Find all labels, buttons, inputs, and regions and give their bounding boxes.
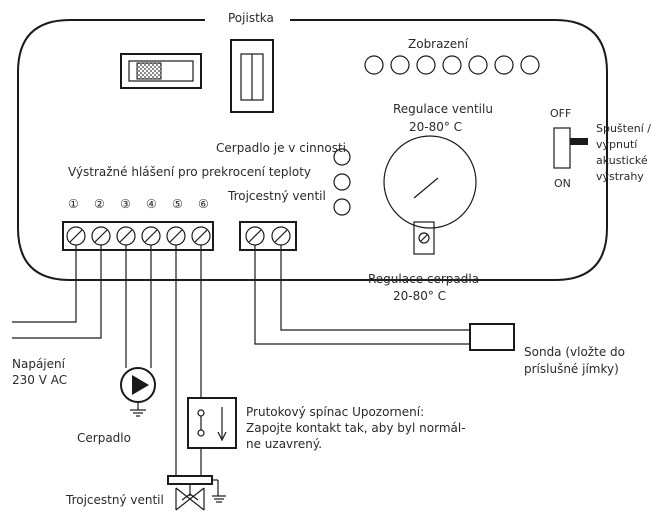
- pump-regulation-label: Regulace cerpadla: [368, 272, 479, 286]
- valve-regulation-range: 20-80° C: [409, 120, 462, 134]
- probe-wires: [254, 245, 470, 345]
- switch-note-1: Spuštení /: [596, 122, 651, 135]
- three-way-valve-symbol: [167, 475, 226, 511]
- flow-switch-label-1: Prutokový spínac Upozornení:: [246, 405, 424, 419]
- controller-housing: [17, 19, 608, 281]
- switch-note-3: akustické: [596, 154, 648, 167]
- probe-label-1: Sonda (vložte do: [524, 345, 625, 359]
- flow-switch-label-3: ne uzavrený.: [246, 437, 322, 451]
- pump-label: Cerpadlo: [77, 431, 131, 445]
- power-label: Napájení: [12, 357, 66, 371]
- flow-switch-label-2: Zapojte kontakt tak, aby byl normál-: [246, 421, 466, 435]
- terminal-number: ⑥: [198, 197, 209, 211]
- valve-wires: [175, 245, 202, 476]
- pump-symbol: [120, 367, 156, 417]
- pump-regulation-range: 20-80° C: [393, 289, 446, 303]
- terminal-number: ⑤: [172, 197, 183, 211]
- power-voltage: 230 V AC: [12, 373, 67, 387]
- fuse-label: Pojistka: [228, 11, 274, 25]
- terminal-number: ②: [94, 197, 105, 211]
- power-wires: [12, 245, 102, 339]
- three-way-valve-label: Trojcestný ventil: [65, 493, 164, 507]
- terminal-number: ④: [146, 197, 157, 211]
- pump-regulation-trimmer: [413, 221, 435, 255]
- terminal-number: ①: [68, 197, 79, 211]
- pump-running-label: Cerpadlo je v cinnosti: [216, 141, 346, 155]
- status-leds: [333, 148, 351, 216]
- display-leds: [364, 55, 540, 75]
- on-label: ON: [554, 177, 571, 190]
- terminal-number: ③: [120, 197, 131, 211]
- probe-sensor: [469, 323, 515, 351]
- switch-note-2: vypnutí: [596, 138, 638, 151]
- probe-label-2: príslušné jímky): [524, 362, 619, 376]
- valve-regulation-knob: [383, 135, 477, 229]
- display-label: Zobrazení: [408, 37, 469, 51]
- slide-switch: [120, 53, 202, 89]
- off-label: OFF: [550, 107, 571, 120]
- three-way-valve-led-label: Trojcestný ventil: [227, 189, 326, 203]
- flow-switch: [187, 397, 237, 449]
- acoustic-alarm-switch: [553, 127, 588, 169]
- overheat-warning-label: Výstražné hlášení pro prekrocení teploty: [68, 165, 311, 179]
- valve-regulation-label: Regulace ventilu: [393, 102, 493, 116]
- main-terminal-block: [62, 221, 214, 251]
- switch-note-4: výstrahy: [596, 170, 644, 183]
- probe-terminal-block: [239, 221, 297, 251]
- fuse-component: [230, 39, 274, 113]
- terminal-numbers: ① ② ③ ④ ⑤ ⑥: [68, 197, 209, 211]
- pump-wires: [125, 245, 152, 368]
